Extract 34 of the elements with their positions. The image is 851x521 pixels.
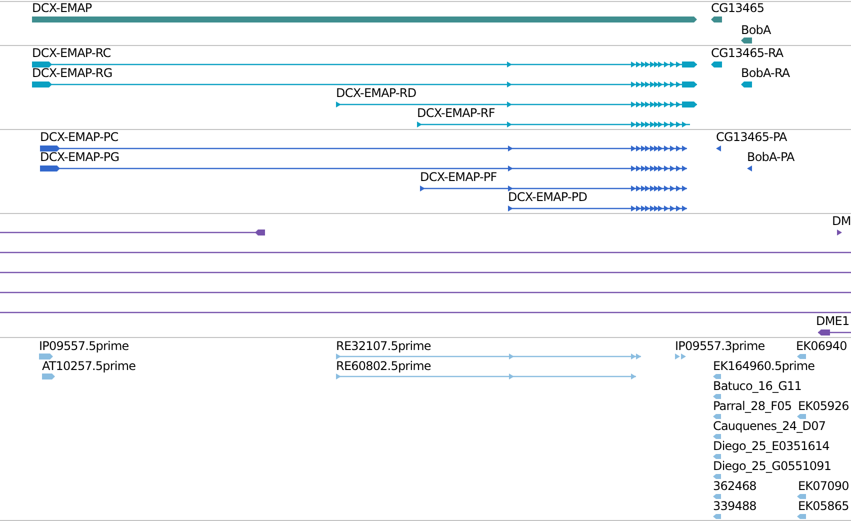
feature-label: DM [832,214,851,228]
feature-label: 362468 [713,479,756,493]
feature-label: RE32107.5prime [336,339,431,353]
feature-label: EK06940 [796,339,847,353]
feature-label: Diego_25_G0551091 [713,459,832,473]
feature-label: CG13465-RA [711,46,784,60]
feature-label: IP09557.3prime [675,339,765,353]
feature-label: DCX-EMAP [32,1,92,15]
feature-label: BobA-RA [741,66,790,80]
feature-label: DCX-EMAP-PF [420,170,497,184]
feature-label: Parral_28_F05 [713,399,792,413]
feature-label: IP09557.5prime [39,339,129,353]
feature-label: BobA-PA [747,150,794,164]
feature-label: DCX-EMAP-RG [32,66,112,80]
feature-label: EK164960.5prime [713,359,815,373]
feature-label: DCX-EMAP-RC [32,46,111,60]
feature-label: DCX-EMAP-PD [508,190,588,204]
feature-label: RE60802.5prime [336,359,431,373]
feature-label: EK05926 [798,399,849,413]
feature-label: DCX-EMAP-PG [40,150,120,164]
feature-label: Cauquenes_24_D07 [713,419,826,433]
feature-label: CG13465 [711,1,764,15]
feature-label: 339488 [713,499,756,513]
feature-label: CG13465-PA [716,130,787,144]
feature-label: Diego_25_E0351614 [713,439,830,453]
feature-label: DME1 [816,314,850,328]
feature-label: DCX-EMAP-RD [336,86,416,100]
feature-label: DCX-EMAP-RF [417,106,495,120]
feature-label: AT10257.5prime [42,359,136,373]
feature-label: DCX-EMAP-PC [40,130,118,144]
feature-label: EK05865 [798,499,849,513]
feature-label: EK07090 [798,479,849,493]
feature-label: Batuco_16_G11 [713,379,802,393]
feature-label: BobA [741,23,771,37]
